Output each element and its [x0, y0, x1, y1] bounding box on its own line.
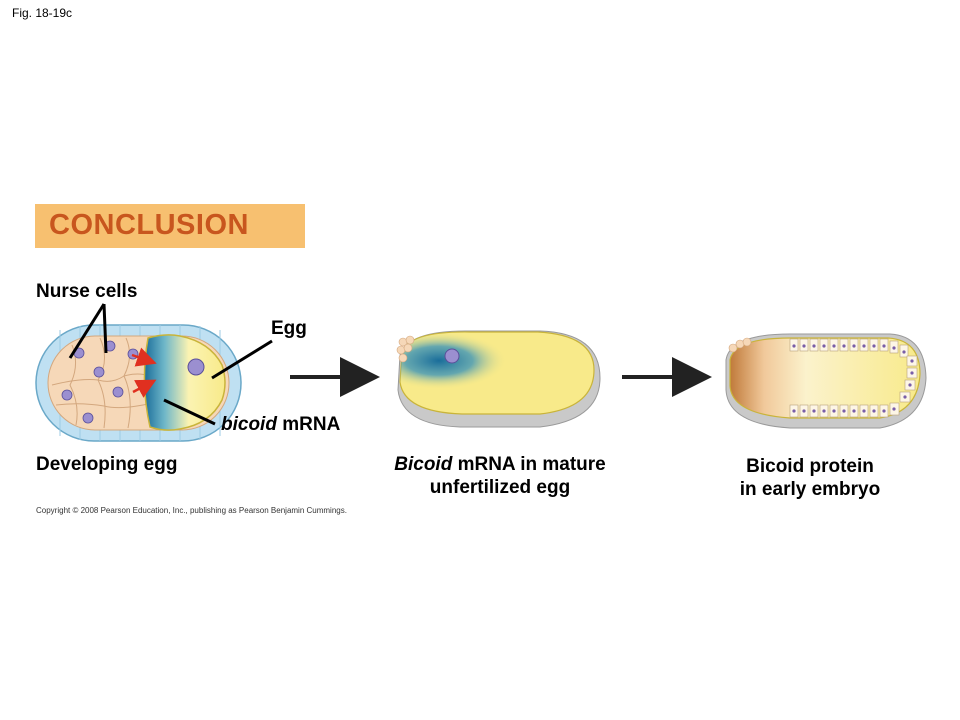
caption-mature-italic: Bicoid [394, 454, 453, 475]
conclusion-banner: CONCLUSION [35, 204, 305, 248]
banner-title: CONCLUSION [49, 209, 249, 241]
early-embryo [725, 333, 927, 429]
nurse-cells-pointer-1 [68, 303, 106, 359]
caption-mature-rest: mRNA in mature [452, 454, 606, 475]
caption-mature-line1: Bicoid mRNA in mature [350, 453, 650, 476]
pole-cells [728, 337, 752, 353]
nurse-cells-pointer-2 [102, 303, 108, 354]
label-bicoid-mrna: bicoid mRNA [221, 414, 340, 436]
developing-egg [35, 303, 273, 442]
copyright-notice: Copyright © 2008 Pearson Education, Inc.… [36, 506, 347, 515]
blastoderm-nuclei [792, 344, 914, 413]
caption-early-embryo: Bicoid protein in early embryo [700, 455, 920, 501]
mature-egg [396, 330, 601, 428]
red-transport-arrow-top [131, 347, 157, 367]
label-egg: Egg [271, 318, 307, 339]
figure-label: Fig. 18-19c [12, 6, 73, 20]
polar-cells [396, 335, 415, 363]
caption-embryo-line1: Bicoid protein [746, 456, 874, 477]
mrna-pointer [163, 398, 216, 426]
caption-mature-egg: Bicoid mRNA in mature unfertilized egg [350, 453, 650, 499]
caption-embryo-line2: in early embryo [739, 479, 881, 500]
oocyte [143, 334, 226, 431]
egg-pointer [211, 339, 273, 380]
caption-mature-line2: unfertilized egg [429, 477, 571, 498]
label-bicoid-italic: bicoid [221, 414, 277, 435]
mature-egg-nucleus [444, 348, 460, 364]
caption-developing-egg: Developing egg [36, 454, 178, 475]
red-transport-arrow-bottom [132, 379, 157, 398]
oocyte-nucleus [187, 358, 205, 376]
label-mrna-text: mRNA [276, 414, 341, 435]
label-nurse-cells: Nurse cells [36, 281, 138, 302]
